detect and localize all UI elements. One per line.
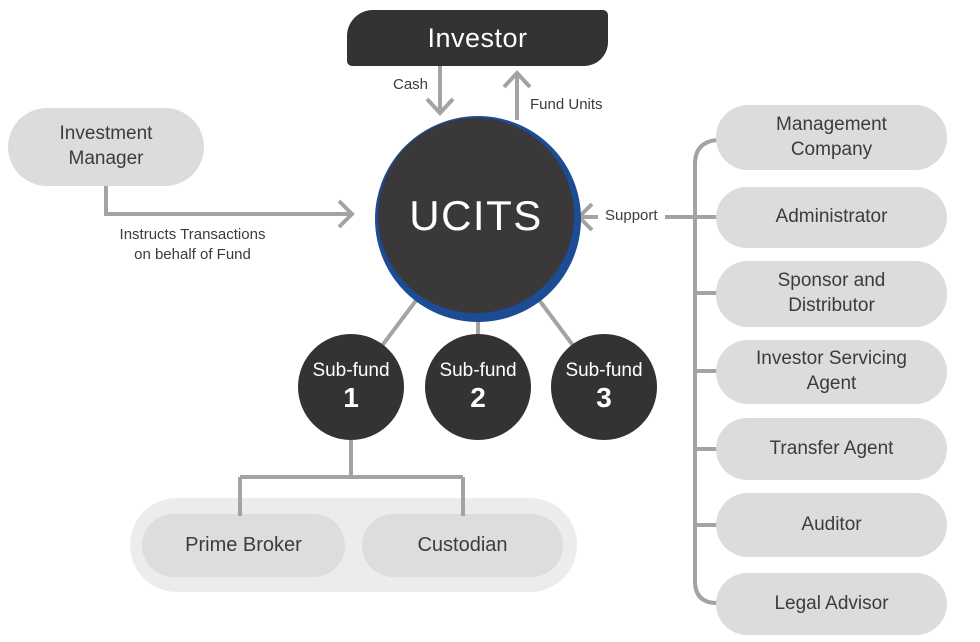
service-provider-label: Legal Advisor [774, 592, 889, 614]
instructs-flow-label-line2: on behalf of Fund [134, 246, 251, 264]
subfund-2-number: 2 [470, 381, 486, 413]
fund-units-flow-label: Fund Units [530, 96, 603, 113]
service-provider-administrator: Administrator [716, 187, 947, 248]
service-provider-label: Investor Servicing Agent [755, 348, 907, 394]
service-providers-bracket-stubs [695, 291, 717, 527]
subfund-3-node: Sub-fund 3 [551, 334, 657, 440]
service-provider-sponsor-distributor: Sponsor and Distributor [716, 261, 947, 327]
instructs-flow-label: Instructs Transactions on behalf of Fund [85, 225, 300, 266]
investment-manager-label: Investment Manager [59, 123, 153, 169]
service-provider-investor-servicing-agent: Investor Servicing Agent [716, 340, 947, 404]
investor-label: Investor [427, 22, 528, 53]
subfund-1-label: Sub-fund [312, 359, 390, 381]
ucits-label: UCITS [409, 191, 543, 239]
cash-flow-label: Cash [393, 76, 429, 93]
service-provider-label: Auditor [801, 513, 862, 535]
prime-broker-label: Prime Broker [185, 534, 302, 556]
subfund-2-node: Sub-fund 2 [425, 334, 531, 440]
service-provider-label: Management Company [776, 113, 887, 160]
service-provider-management-company: Management Company [716, 105, 947, 170]
investment-manager-node: Investment Manager [8, 108, 204, 186]
custodian-node: Custodian [362, 514, 563, 577]
cash-arrowhead-icon [425, 97, 455, 116]
support-flow-label: Support [598, 207, 665, 224]
service-provider-transfer-agent: Transfer Agent [716, 418, 947, 480]
service-provider-label: Administrator [775, 206, 888, 228]
service-provider-label: Sponsor and Distributor [777, 270, 886, 316]
fund-units-arrowhead-icon [502, 70, 532, 89]
subfund-custody-tree-line [238, 440, 465, 516]
custody-group-container: Prime Broker Custodian [130, 498, 577, 592]
service-provider-legal-advisor: Legal Advisor [716, 573, 947, 635]
subfund-3-number: 3 [596, 381, 612, 413]
instructs-flow-label-line1: Instructs Transactions [119, 226, 266, 243]
instructs-arrowhead-icon [337, 199, 355, 229]
subfund-1-node: Sub-fund 1 [298, 334, 404, 440]
service-provider-auditor: Auditor [716, 493, 947, 557]
subfund-1-number: 1 [343, 381, 359, 413]
custodian-label: Custodian [417, 534, 508, 556]
instructs-arrow-shaft [104, 186, 350, 216]
prime-broker-node: Prime Broker [142, 514, 345, 577]
ucits-circle: UCITS [378, 118, 574, 313]
service-provider-label: Transfer Agent [769, 437, 894, 459]
subfund-2-label: Sub-fund [439, 359, 517, 381]
subfund-3-label: Sub-fund [565, 359, 643, 381]
ucits-node: UCITS [375, 116, 581, 322]
investor-node: Investor [347, 10, 608, 66]
